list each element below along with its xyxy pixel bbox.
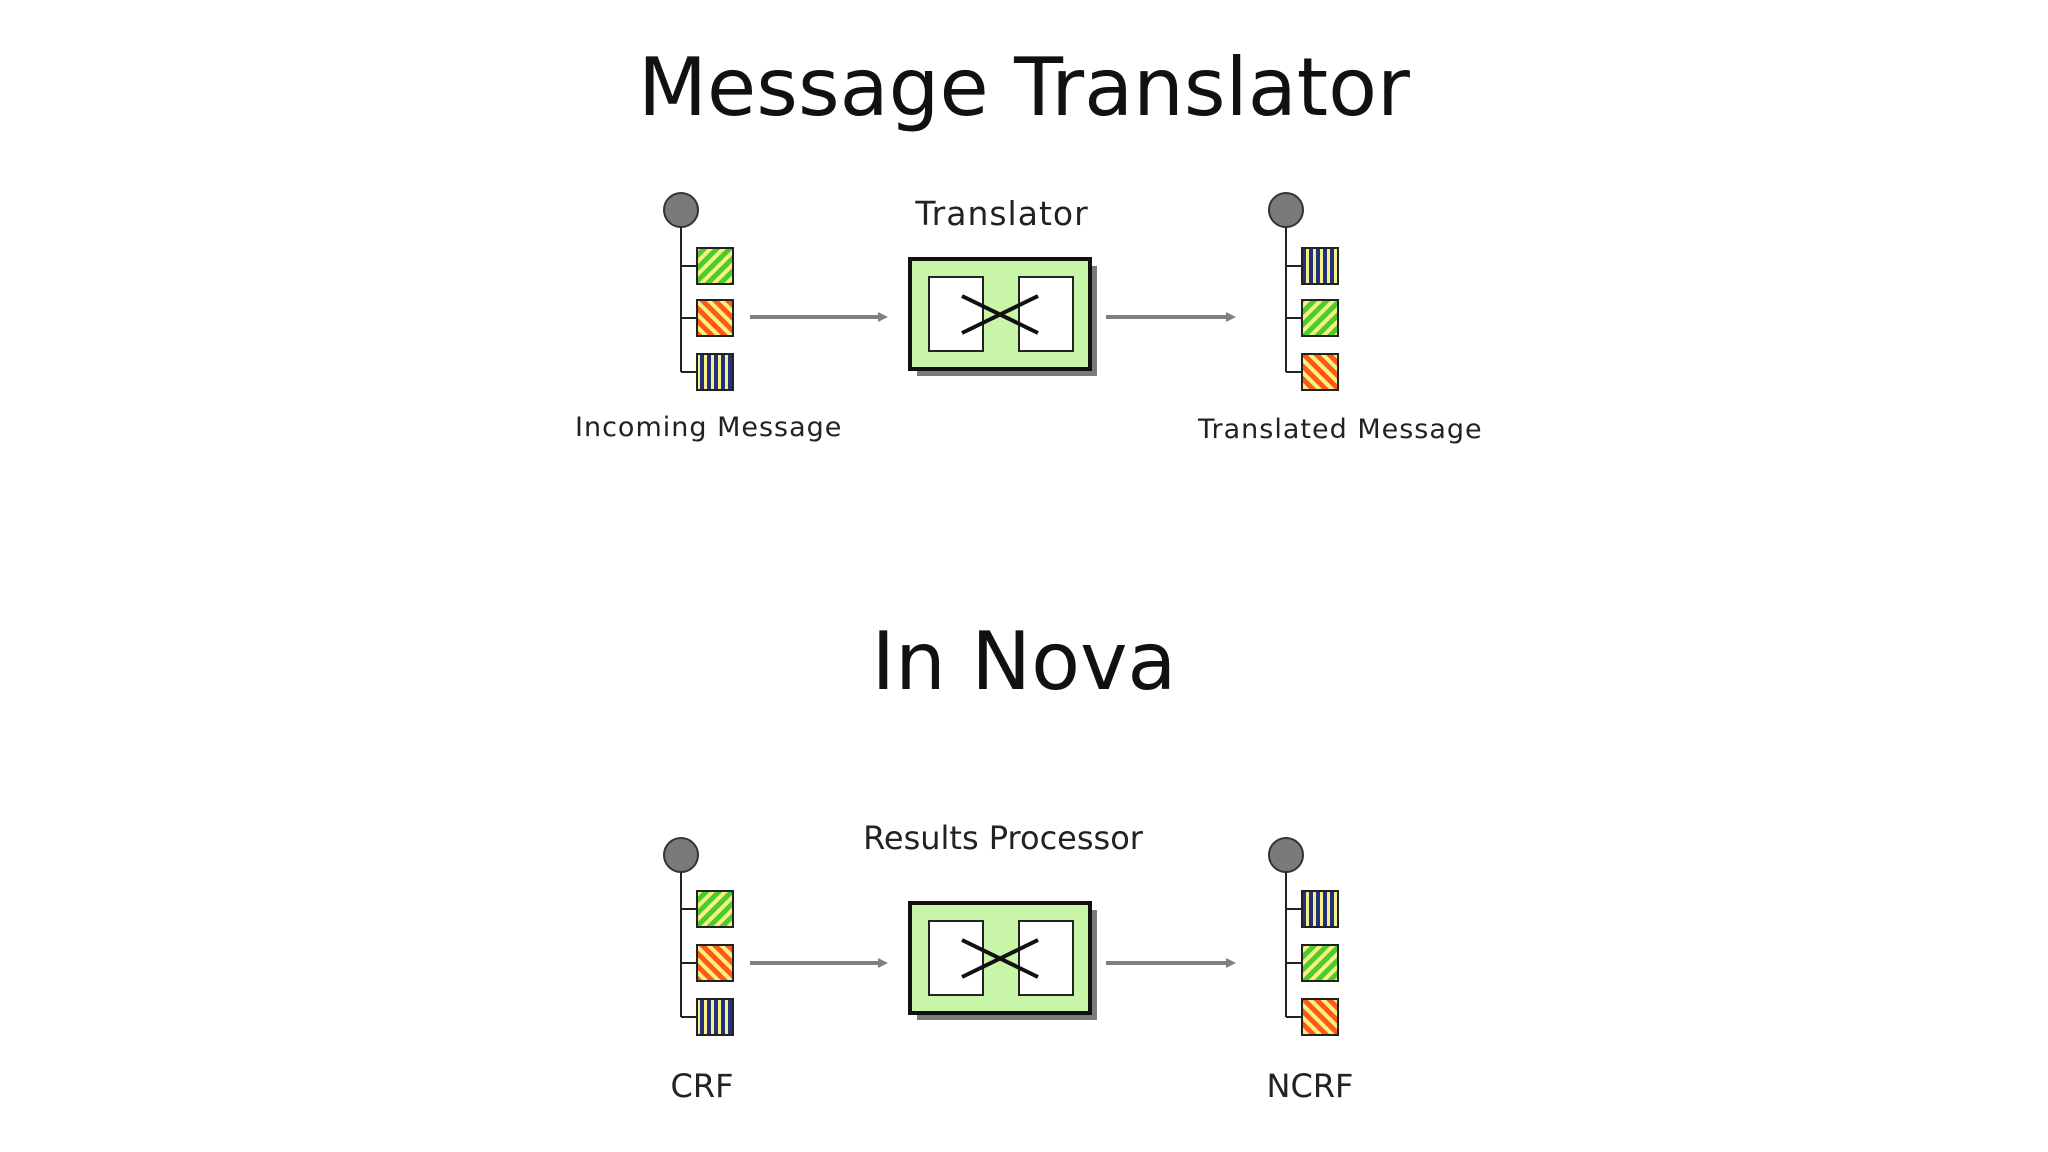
processor-label: Translator — [915, 194, 1089, 233]
input-label: CRF — [670, 1067, 734, 1105]
x-cross-icon — [961, 938, 1039, 979]
input-label: Incoming Message — [575, 412, 843, 443]
incoming-message-icon — [663, 192, 734, 391]
results-processor-icon — [908, 901, 1097, 1020]
translator-processor-icon — [908, 257, 1097, 376]
crf-message-icon — [663, 837, 734, 1036]
x-cross-icon — [961, 294, 1039, 335]
processor-label: Results Processor — [863, 819, 1143, 857]
output-label: NCRF — [1266, 1067, 1354, 1105]
ncrf-message-icon — [1268, 837, 1339, 1036]
translated-message-icon — [1268, 192, 1339, 391]
nova-results-diagram: Results Processor CRF NCRF — [0, 819, 2048, 1145]
slide-subtitle: In Nova — [871, 615, 1177, 708]
output-label: Translated Message — [1198, 414, 1483, 445]
message-translator-diagram: Translator Incoming Message Translated M… — [0, 180, 2048, 500]
slide-title: Message Translator — [638, 41, 1410, 134]
